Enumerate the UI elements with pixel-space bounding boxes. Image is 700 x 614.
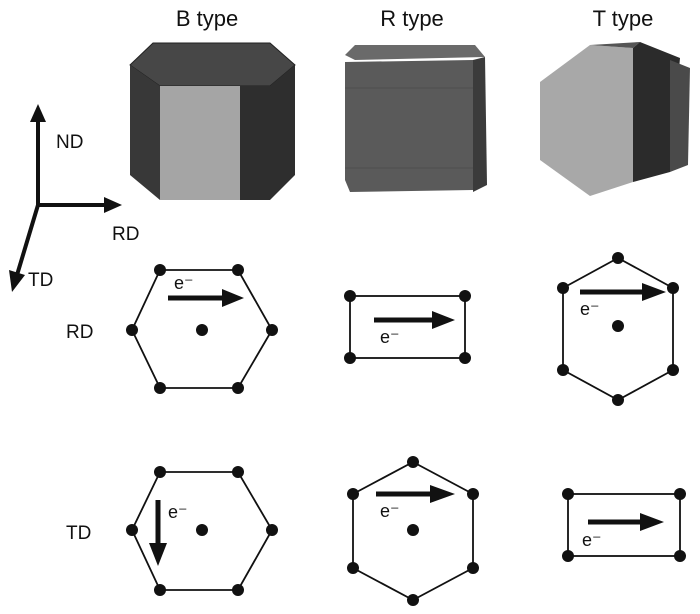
row-label-td: TD	[66, 523, 91, 544]
t-type-td-cell: e⁻	[562, 488, 686, 562]
column-title-b-type: B type	[176, 6, 238, 31]
electron-label: e⁻	[380, 501, 400, 521]
r-type-prism	[345, 45, 487, 192]
electron-label: e⁻	[174, 273, 194, 293]
column-title-r-type: R type	[380, 6, 444, 31]
r-type-rd-cell: e⁻	[344, 290, 471, 364]
td-axis-label: TD	[28, 270, 53, 291]
b-type-rd-cell: e⁻	[126, 264, 278, 394]
r-type-td-cell: e⁻	[347, 456, 479, 606]
nd-axis-label: ND	[56, 132, 83, 153]
td-axis-arrow	[15, 204, 40, 276]
electron-label: e⁻	[168, 502, 188, 522]
b-type-td-cell: e⁻	[126, 466, 278, 596]
coordinate-axes	[9, 104, 122, 292]
column-title-t-type: T type	[593, 6, 654, 31]
t-type-rd-cell: e⁻	[557, 252, 679, 406]
rd-axis-label: RD	[112, 224, 139, 245]
electron-label: e⁻	[580, 299, 600, 319]
electron-label: e⁻	[380, 327, 400, 347]
row-label-rd: RD	[66, 322, 93, 343]
b-type-prism	[129, 42, 296, 200]
t-type-prism	[540, 42, 690, 196]
electron-label: e⁻	[582, 530, 602, 550]
